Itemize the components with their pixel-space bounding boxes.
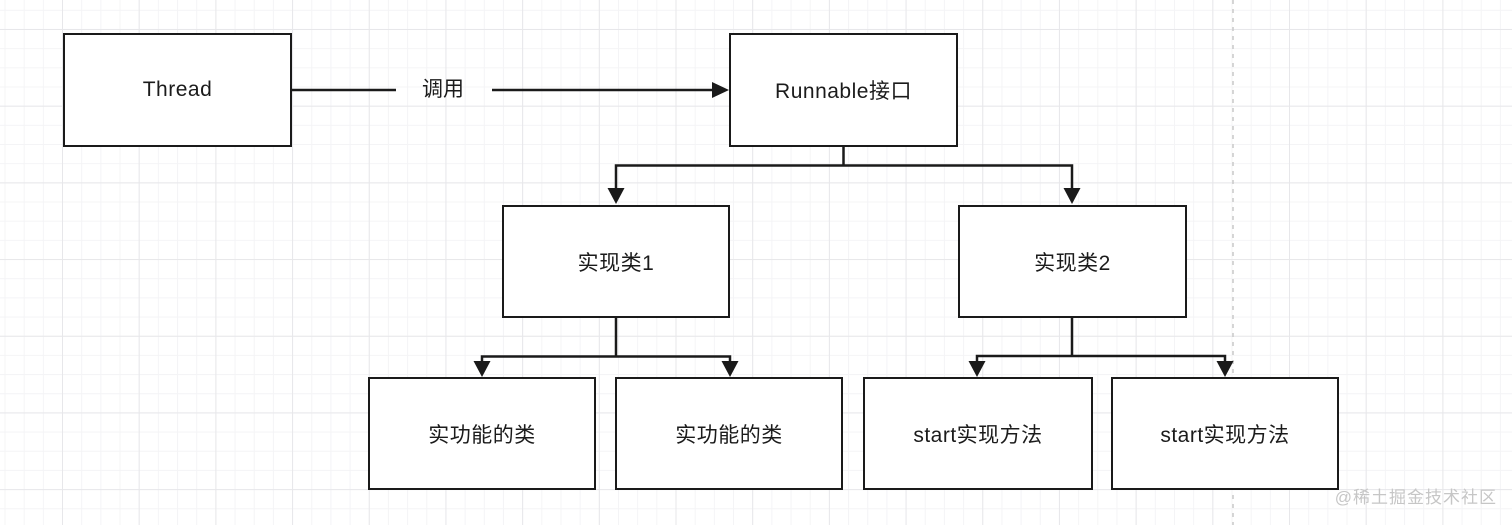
node-impl-class-1: 实现类1 [502, 205, 730, 318]
node-thread: Thread [63, 33, 292, 147]
node-label: Runnable接口 [775, 80, 912, 103]
arrowhead-icon [968, 361, 986, 377]
node-runnable-interface: Runnable接口 [729, 33, 958, 147]
connector-impl1-to-func-classes [473, 317, 739, 377]
arrowhead-icon [1216, 361, 1234, 377]
node-label: 实功能的类 [675, 423, 783, 447]
arrowhead-icon [712, 82, 729, 98]
node-label: 实现类1 [577, 251, 655, 275]
node-label: 实功能的类 [428, 423, 536, 447]
arrowhead-icon [1063, 188, 1081, 204]
node-func-class-left: 实功能的类 [368, 377, 596, 490]
connector-impl2-to-start-methods [968, 317, 1234, 377]
arrowhead-icon [721, 361, 739, 377]
arrowhead-icon [607, 188, 625, 204]
node-label: start实现方法 [1160, 423, 1290, 447]
node-label: 实现类2 [1034, 251, 1111, 275]
arrowhead-icon [473, 361, 491, 377]
node-impl-class-2: 实现类2 [958, 205, 1187, 318]
connector-thread-runnable [292, 82, 729, 98]
node-func-class-right: 实功能的类 [615, 377, 843, 490]
connector-runnable-to-impl-classes [607, 146, 1081, 204]
edge-label-invoke: 调用 [422, 78, 464, 101]
node-start-method-right: start实现方法 [1111, 377, 1339, 490]
watermark: @稀土掘金技术社区 [1334, 488, 1497, 507]
node-start-method-left: start实现方法 [863, 377, 1093, 490]
node-label: Thread [142, 78, 213, 101]
node-label: start实现方法 [913, 423, 1043, 447]
